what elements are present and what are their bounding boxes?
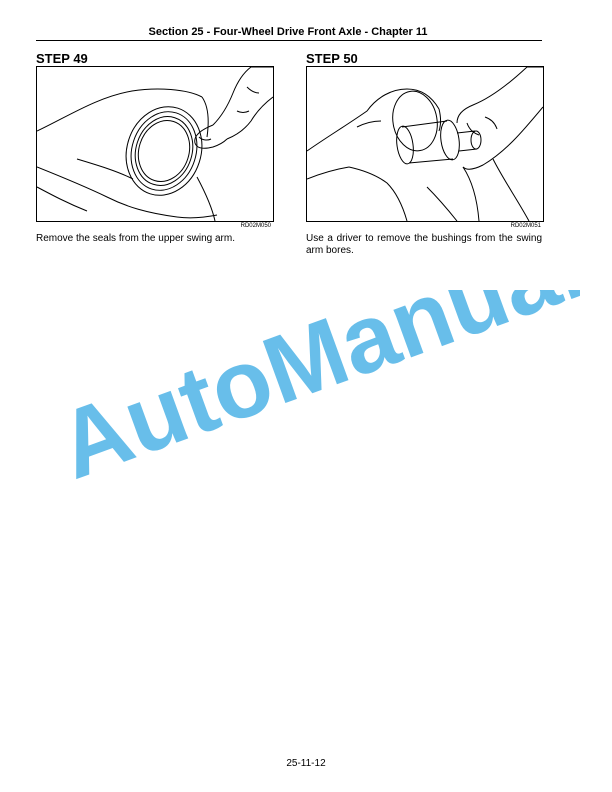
step-49-illustration: [36, 66, 274, 222]
step-50-caption: Use a driver to remove the bushings from…: [306, 233, 542, 256]
step-49-caption: Remove the seals from the upper swing ar…: [36, 233, 235, 244]
step-49-figure-code: RD02M050: [240, 223, 271, 229]
step-50-title: STEP 50: [306, 51, 358, 66]
section-header: Section 25 - Four-Wheel Drive Front Axle…: [148, 26, 428, 38]
page-number: 25-11-12: [286, 758, 326, 769]
watermark-text: AutoManual: [60, 290, 580, 500]
step-50-illustration: [306, 66, 544, 222]
watermark-logo: AutoManual: [60, 290, 580, 500]
step-50-figure-code: RD02M051: [510, 223, 541, 229]
step-49-title: STEP 49: [36, 51, 88, 66]
header-rule: [36, 40, 542, 41]
